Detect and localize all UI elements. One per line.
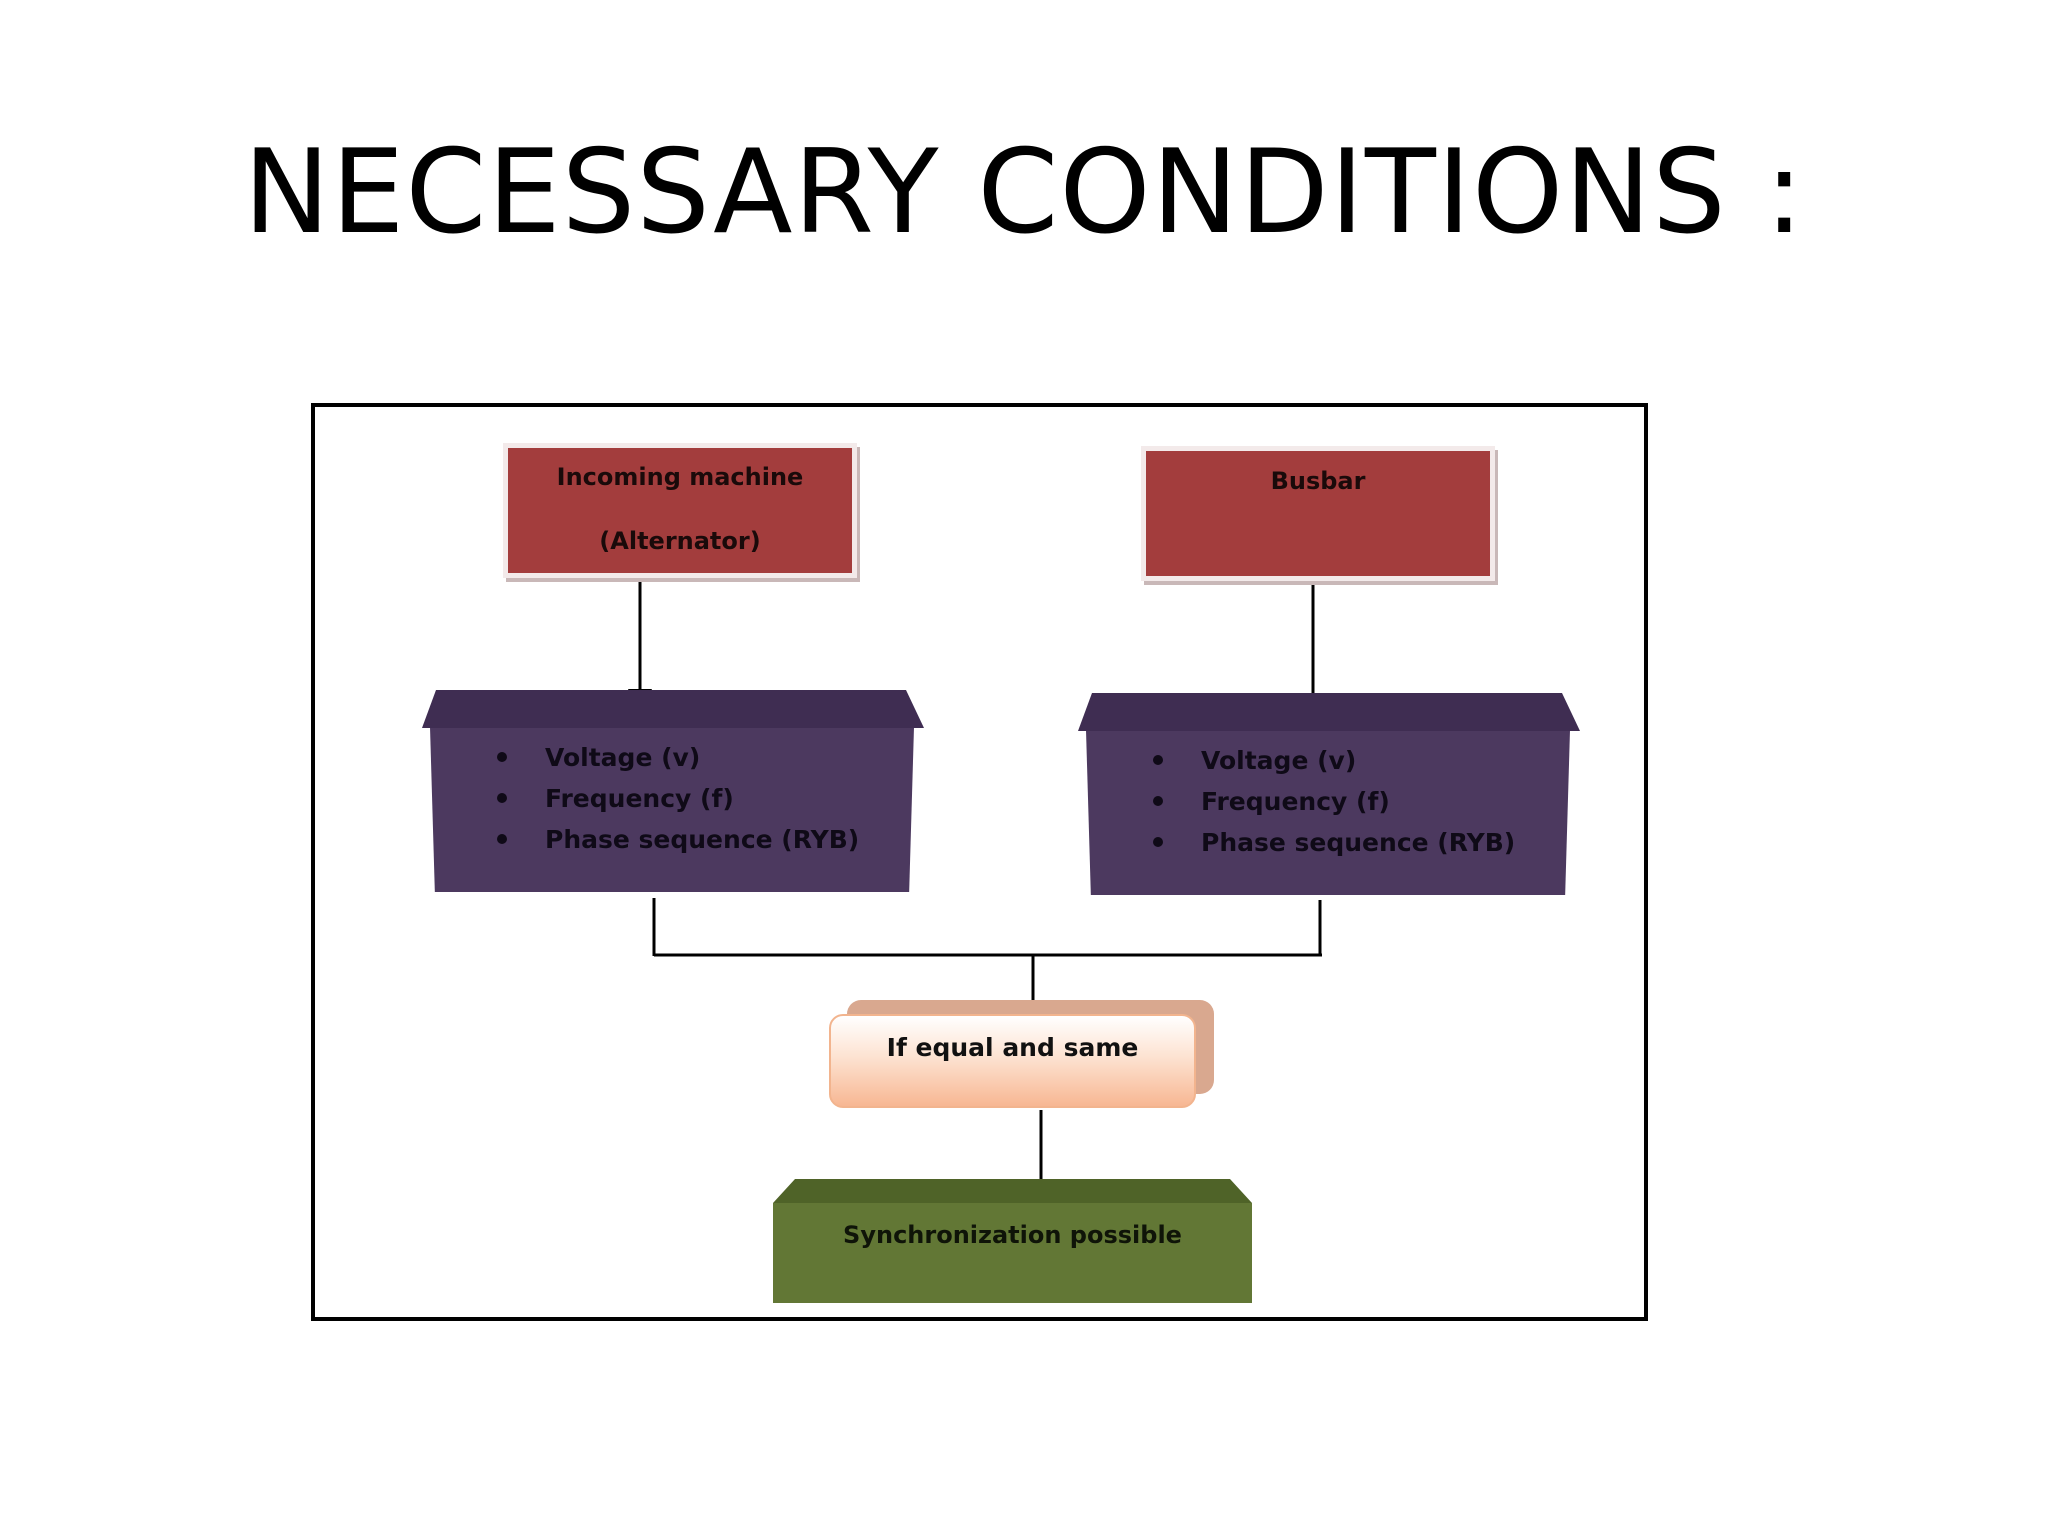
busbar-box: Busbar <box>1141 446 1495 581</box>
result-label: Synchronization possible <box>843 1221 1182 1249</box>
incoming-machine-label: Incoming machine <box>556 463 804 491</box>
result-box: Synchronization possible <box>773 1203 1252 1303</box>
check-box: If equal and same <box>829 1014 1196 1108</box>
busbar-label: Busbar <box>1270 467 1366 495</box>
incoming-machine-box: Incoming machine (Alternator) <box>503 443 857 578</box>
alternator-label: (Alternator) <box>599 527 761 555</box>
conditions-list-left: Voltage (v) Frequency (f) Phase sequence… <box>497 737 859 860</box>
conditions-list-right: Voltage (v) Frequency (f) Phase sequence… <box>1153 740 1515 863</box>
bullet-icon <box>1153 796 1163 806</box>
bullet-icon <box>1153 755 1163 765</box>
list-item: Frequency (f) <box>497 778 859 819</box>
list-item: Phase sequence (RYB) <box>497 819 859 860</box>
conditions-box-left-top <box>422 690 924 728</box>
bullet-icon <box>1153 837 1163 847</box>
slide-title: NECESSARY CONDITIONS : <box>243 125 1805 260</box>
bullet-icon <box>497 834 507 844</box>
conditions-box-right-top <box>1078 693 1580 731</box>
conditions-box-left <box>430 727 914 892</box>
bullet-icon <box>497 752 507 762</box>
conditions-box-right <box>1086 730 1570 895</box>
result-box-top <box>773 1179 1252 1203</box>
list-item: Voltage (v) <box>1153 740 1515 781</box>
bullet-icon <box>497 793 507 803</box>
check-label: If equal and same <box>886 1033 1139 1062</box>
list-item: Voltage (v) <box>497 737 859 778</box>
list-item: Frequency (f) <box>1153 781 1515 822</box>
list-item: Phase sequence (RYB) <box>1153 822 1515 863</box>
diagram-frame <box>311 403 1648 1321</box>
